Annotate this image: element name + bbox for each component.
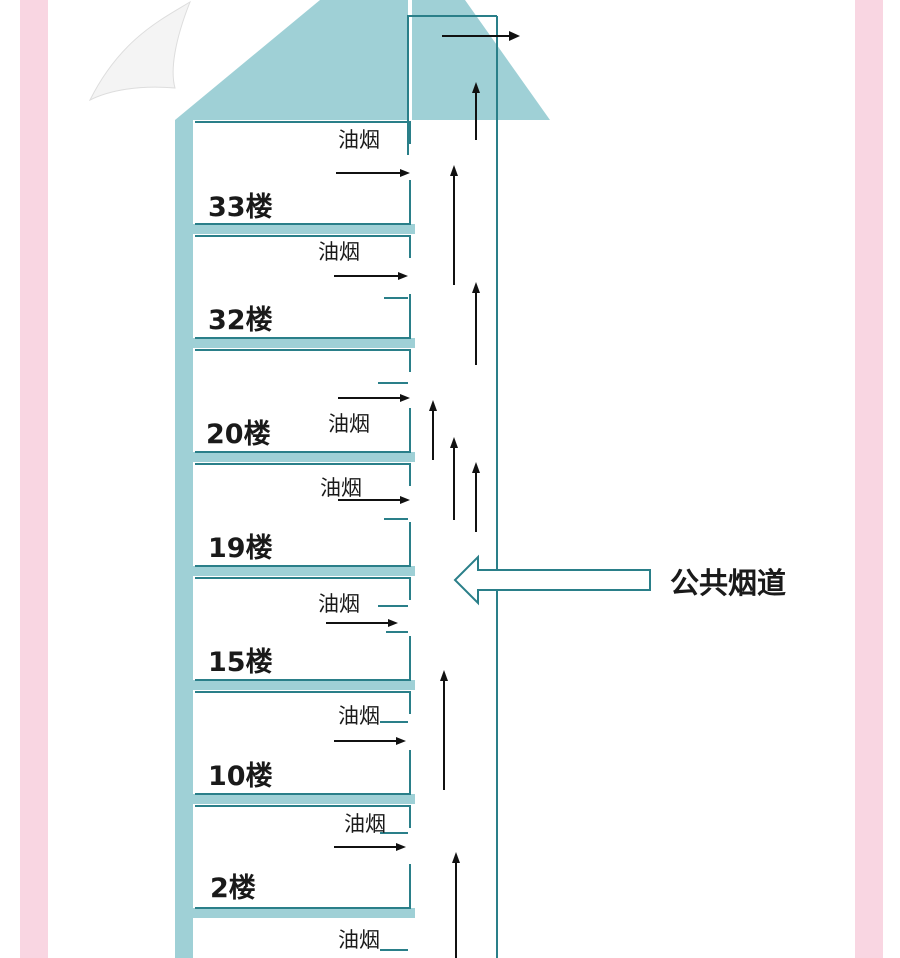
floor-slab [193, 794, 415, 804]
floor-outline [195, 805, 411, 909]
rising-smoke-arrow [442, 31, 520, 41]
page-edge-left [20, 0, 48, 958]
roof-right [412, 0, 550, 120]
page-edge-right [855, 0, 883, 958]
floor-slab [193, 452, 415, 462]
page-curl-icon [88, 0, 192, 102]
floor-outline [195, 121, 411, 225]
floor-label: 2楼 [210, 873, 256, 904]
rising-smoke-arrow [450, 437, 458, 520]
smoke-exit-arrow [326, 619, 398, 627]
smoke-label: 油烟 [320, 476, 362, 500]
rising-smoke-arrow [450, 165, 458, 285]
floor-outline [195, 463, 411, 567]
smoke-exit-arrow [334, 843, 406, 851]
rising-smoke-arrow [429, 400, 437, 460]
rising-smoke-arrow [472, 282, 480, 365]
floor-label: 19楼 [208, 533, 273, 564]
smoke-label: 油烟 [338, 128, 380, 152]
flue-outlet [407, 15, 497, 155]
smoke-arrows [326, 31, 520, 958]
floor-label: 20楼 [206, 419, 271, 450]
floor-outline [195, 691, 411, 795]
smoke-exit-arrow [338, 496, 410, 504]
smoke-label: 油烟 [318, 240, 360, 264]
smoke-exit-arrow [334, 737, 406, 745]
floor-slab [193, 680, 415, 690]
smoke-exit-arrow [334, 272, 408, 280]
floor-slab [193, 566, 415, 576]
floor-outline [195, 349, 411, 453]
smoke-exit-arrow [336, 169, 410, 177]
smoke-label: 油烟 [328, 412, 370, 436]
floor-slab [193, 338, 415, 348]
flue-callout-arrow [453, 554, 651, 606]
floor-slab [193, 908, 415, 918]
floor-outline [195, 235, 411, 339]
floor-label: 33楼 [208, 192, 273, 223]
rising-smoke-arrow [472, 462, 480, 532]
floor-label: 32楼 [208, 305, 273, 336]
smoke-exit-arrow [338, 394, 410, 402]
rising-smoke-arrow [472, 82, 480, 140]
smoke-label: 油烟 [344, 812, 386, 836]
floor-label: 15楼 [208, 647, 273, 678]
floor-outline [195, 577, 411, 681]
floor-outlines [195, 121, 411, 951]
public-flue-label: 公共烟道 [670, 566, 787, 600]
smoke-label: 油烟 [318, 592, 360, 616]
floor-slabs [193, 224, 415, 918]
building-left-wall [175, 120, 193, 958]
rising-smoke-arrow [440, 670, 448, 790]
floor-slab [193, 224, 415, 234]
rising-smoke-arrow [452, 852, 460, 958]
smoke-label: 油烟 [338, 704, 380, 728]
smoke-label: 油烟 [338, 928, 380, 952]
floor-label: 10楼 [208, 761, 273, 792]
roof [175, 0, 408, 120]
